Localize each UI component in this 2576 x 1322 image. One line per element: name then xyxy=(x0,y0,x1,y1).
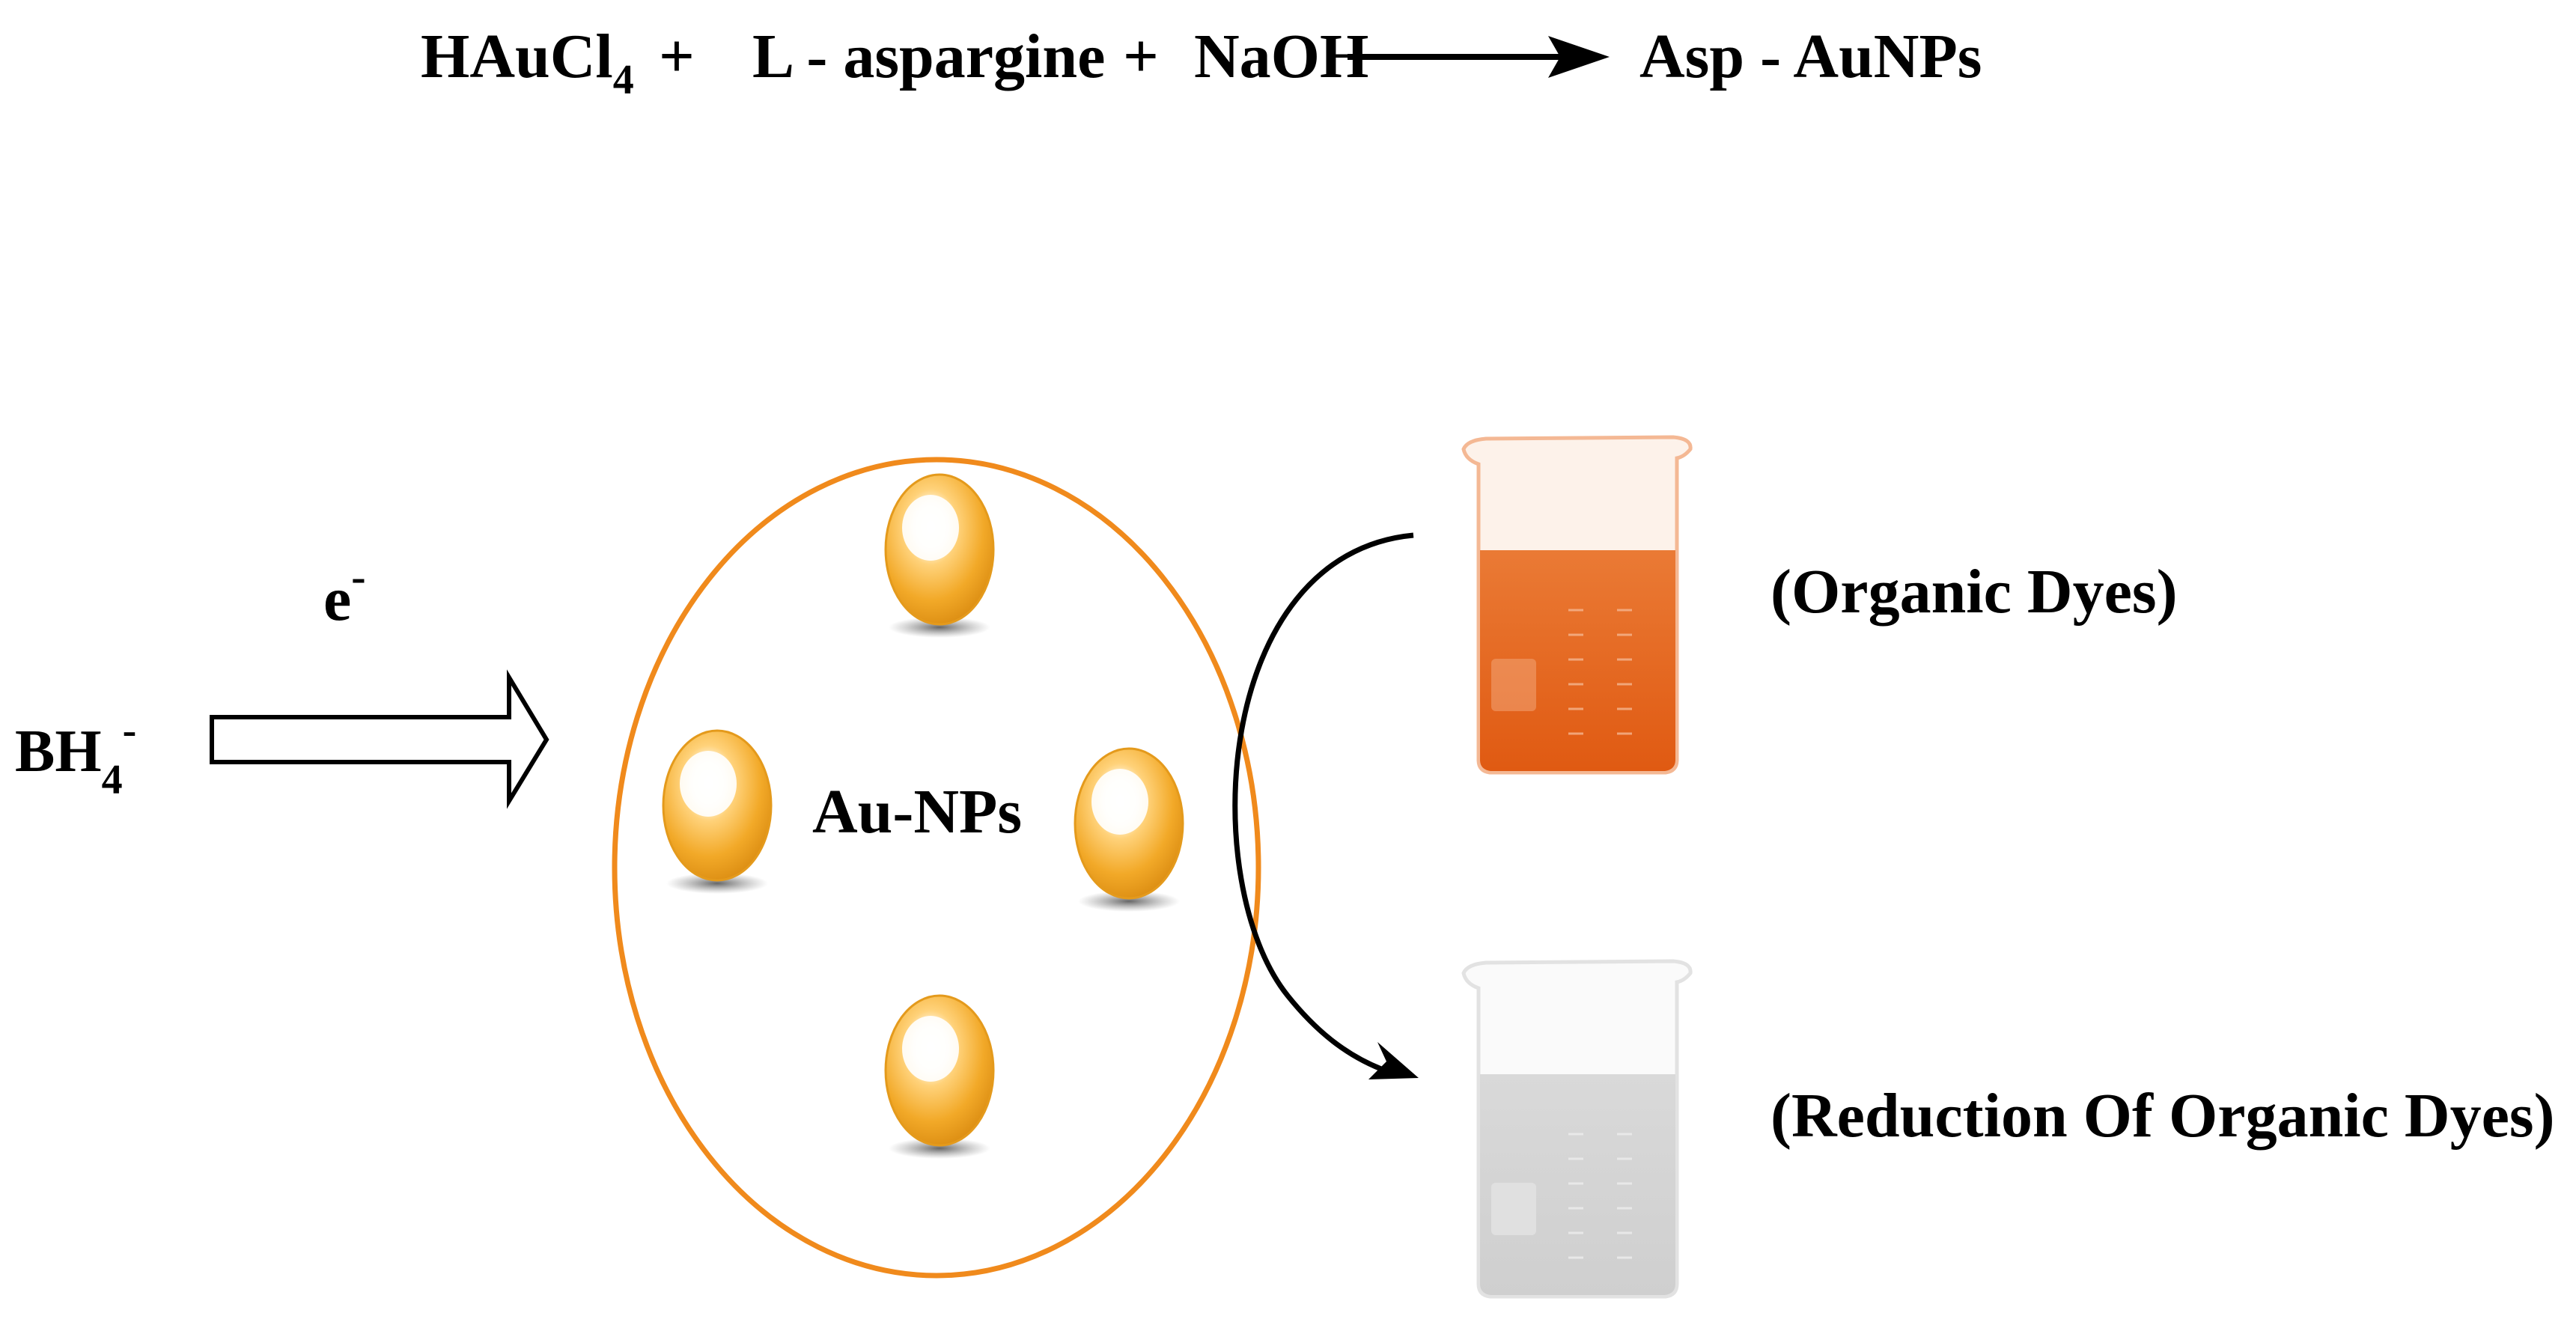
plus-sign-2: + xyxy=(1123,22,1159,91)
reducer-label: BH4- xyxy=(15,707,136,803)
reactant-naoh: NaOH xyxy=(1194,22,1368,91)
reactant-haucl4: HAuCl4 xyxy=(421,22,634,103)
curved-arrow-icon xyxy=(1232,532,1414,1072)
gold-nanoparticle-icon xyxy=(884,994,995,1159)
product-asp-aunps: Asp - AuNPs xyxy=(1639,22,1982,91)
gold-nanoparticle-icon xyxy=(662,729,773,894)
plus-sign-1: + xyxy=(659,22,695,91)
hollow-arrow-icon xyxy=(210,669,549,809)
gold-nanoparticle-icon xyxy=(884,473,995,638)
reactant-l-aspargine: L - aspargine xyxy=(752,22,1105,91)
reducer-group: BH4- e- xyxy=(15,552,549,809)
gold-nanoparticle-icon xyxy=(1074,747,1184,912)
reaction-equation: HAuCl4 + L - aspargine + NaOH Asp - AuNP… xyxy=(421,22,1982,103)
nanoparticle-cluster: Au-NPs xyxy=(612,457,1261,1279)
cluster-outline xyxy=(612,457,1261,1279)
electron-label: e- xyxy=(323,552,366,634)
reaction-arrow-icon xyxy=(1348,36,1610,78)
reduced-dyes-label: (Reduction Of Organic Dyes) xyxy=(1770,1081,2555,1151)
beaker-icon xyxy=(1461,959,1693,1299)
nanoparticle-label: Au-NPs xyxy=(812,777,1022,847)
organic-dyes-label: (Organic Dyes) xyxy=(1770,557,2178,627)
curved-arrow-head xyxy=(1368,1042,1419,1079)
beaker-icon xyxy=(1461,435,1693,775)
